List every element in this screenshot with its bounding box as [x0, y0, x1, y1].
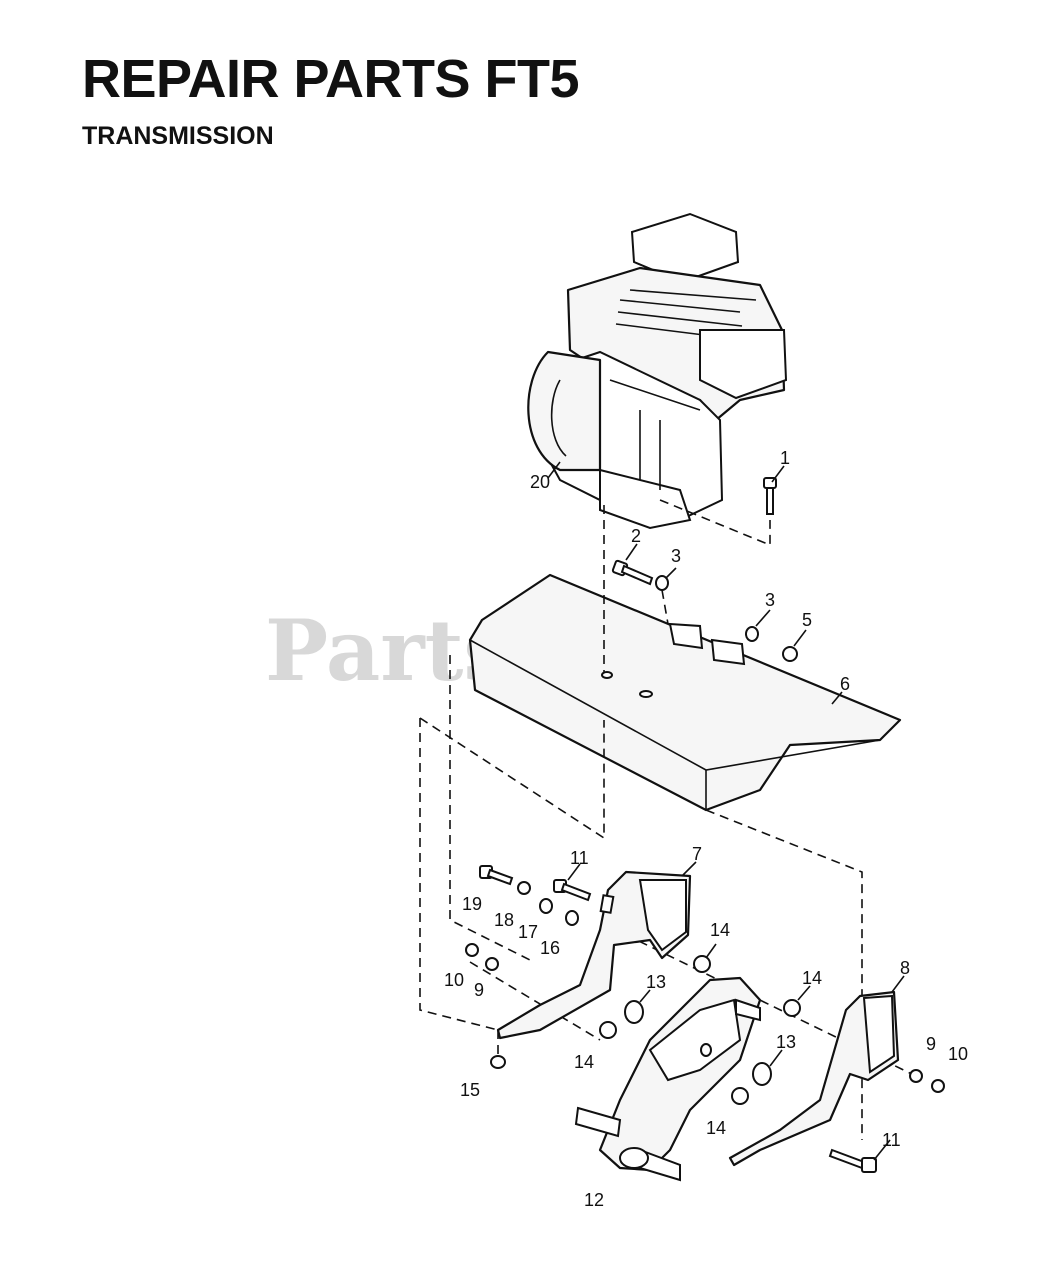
- washer-part-16: [565, 910, 579, 926]
- callout-1: 1: [780, 448, 790, 468]
- washer-part-17: [539, 898, 553, 914]
- engine-part-20: [527, 212, 788, 530]
- washer-part-3: [655, 575, 759, 642]
- callout-2: 2: [631, 526, 641, 546]
- callout-3b: 3: [765, 590, 775, 610]
- nut-part-10-left: [465, 943, 479, 957]
- callout-11a: 11: [570, 848, 589, 868]
- nut-part-10-right: [931, 1079, 945, 1093]
- transmission-case-part-12: [574, 976, 762, 1182]
- callout-14d: 14: [706, 1118, 726, 1138]
- callout-7: 7: [692, 844, 702, 864]
- bolt-part-19: [479, 865, 514, 886]
- callout-20: 20: [530, 472, 550, 492]
- callout-13a: 13: [646, 972, 666, 992]
- nut-part-15: [490, 1055, 506, 1069]
- washer-part-9-right: [909, 1069, 923, 1083]
- callout-9b: 9: [926, 1034, 936, 1054]
- callout-10a: 10: [444, 970, 464, 990]
- callout-10b: 10: [948, 1044, 968, 1064]
- callout-14b: 14: [802, 968, 822, 988]
- callout-3a: 3: [671, 546, 681, 566]
- callout-18: 18: [494, 910, 514, 930]
- nut-part-5: [782, 646, 798, 662]
- callout-12: 12: [584, 1190, 604, 1210]
- spacer-part-14: [599, 955, 801, 1105]
- callout-19: 19: [462, 894, 482, 914]
- callout-16: 16: [540, 938, 560, 958]
- tine-shield-part-6: [468, 573, 902, 812]
- section-subtitle: TRANSMISSION: [82, 122, 274, 150]
- callout-13b: 13: [776, 1032, 796, 1052]
- bolt-part-1: [763, 477, 777, 515]
- washer-part-18: [517, 881, 531, 895]
- left-bracket-part-7: [496, 870, 692, 1040]
- washer-part-13: [624, 1000, 772, 1086]
- page-title: REPAIR PARTS FT5: [82, 49, 580, 109]
- bolt-part-11-lower: [828, 1148, 877, 1173]
- callout-17: 17: [518, 922, 538, 942]
- callout-14c: 14: [574, 1052, 594, 1072]
- washer-part-9-left: [485, 957, 499, 971]
- callout-15: 15: [460, 1080, 480, 1100]
- callout-9a: 9: [474, 980, 484, 1000]
- right-bracket-part-8: [728, 990, 900, 1167]
- leader-lines: [547, 461, 905, 1161]
- bolt-part-11-upper: [553, 879, 592, 902]
- callout-8: 8: [900, 958, 910, 978]
- callout-5: 5: [802, 610, 812, 630]
- bolt-part-2: [611, 559, 654, 586]
- callout-14a: 14: [710, 920, 730, 940]
- callout-11b: 11: [882, 1130, 901, 1150]
- callout-6: 6: [840, 674, 850, 694]
